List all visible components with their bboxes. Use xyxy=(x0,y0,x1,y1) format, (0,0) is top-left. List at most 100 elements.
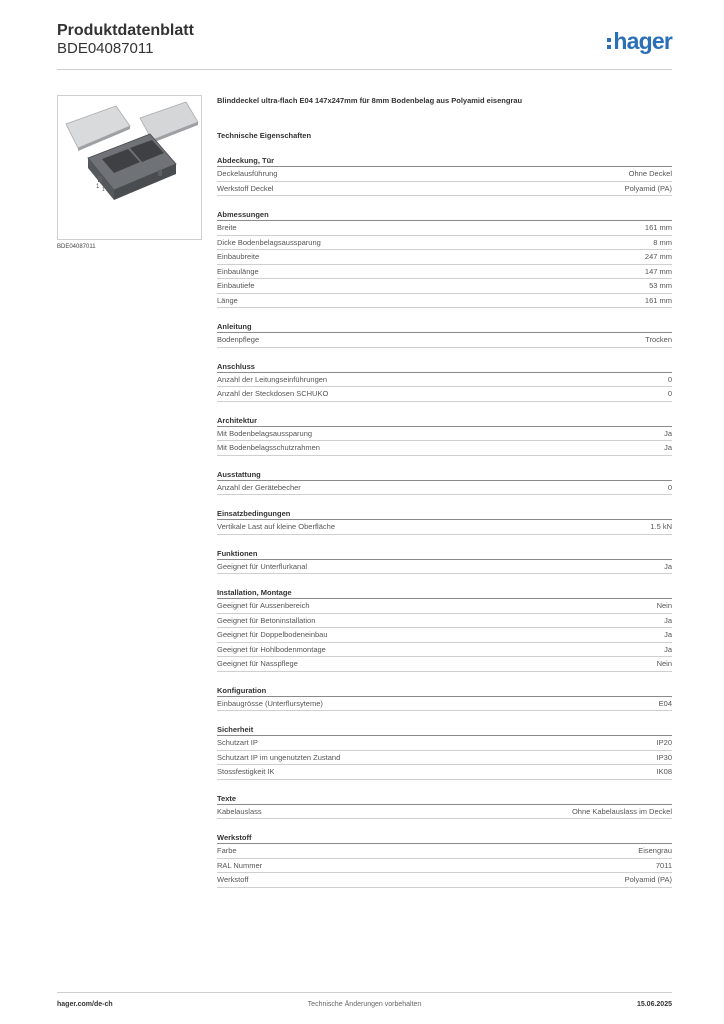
spec-value: Ohne Deckel xyxy=(628,169,672,178)
technical-properties-heading: Technische Eigenschaften xyxy=(217,131,312,140)
spec-row: Einbaulänge 147 mm xyxy=(217,265,672,279)
svg-text:1: 1 xyxy=(102,187,105,193)
spec-value: IP20 xyxy=(656,738,672,747)
spec-value: E04 xyxy=(658,698,672,708)
spec-value: 53 mm xyxy=(649,281,672,290)
spec-value: Trocken xyxy=(645,335,672,344)
section-title: Installation, Montage xyxy=(217,587,672,599)
spec-value: Eisengrau xyxy=(638,846,672,855)
section-title: Abmessungen xyxy=(217,209,672,221)
spec-label: Geeignet für Unterflurkanal xyxy=(217,561,308,571)
document-title: Produktdatenblatt xyxy=(57,22,194,39)
spec-label: Geeignet für Hohlbodenmontage xyxy=(217,644,326,654)
section-title: Einsatzbedingungen xyxy=(217,508,672,520)
section-title: Anleitung xyxy=(217,321,672,333)
spec-label: Einbaugrösse (Unterflursyteme) xyxy=(217,698,323,708)
spec-label: Farbe xyxy=(217,846,237,855)
spec-value: 161 mm xyxy=(644,295,672,305)
spec-label: Werkstoff xyxy=(217,875,249,884)
spec-label: Anzahl der Gerätebecher xyxy=(217,482,301,492)
footer-website: hager.com/de-ch xyxy=(57,1001,113,1008)
document-number: BDE04087011 xyxy=(57,40,154,57)
spec-label: Vertikale Last auf kleine Oberfläche xyxy=(217,522,335,531)
logo-dots-icon xyxy=(607,36,612,50)
spec-label: Kabelauslass xyxy=(217,806,262,816)
spec-label: RAL Nummer xyxy=(217,860,263,870)
spec-value: Ja xyxy=(664,615,672,625)
spec-label: Dicke Bodenbelagsaussparung xyxy=(217,237,321,247)
spec-row: Anzahl der Gerätebecher 0 xyxy=(217,481,672,495)
spec-value: Ja xyxy=(664,428,672,438)
spec-value: Ja xyxy=(664,561,672,571)
spec-row: Schutzart IP IP20 xyxy=(217,736,672,751)
section-title: Sicherheit xyxy=(217,724,672,736)
section-title: Architektur xyxy=(217,415,672,427)
spec-row: Farbe Eisengrau xyxy=(217,844,672,859)
spec-label: Einbaulänge xyxy=(217,266,259,276)
spec-row: Einbautiefe 53 mm xyxy=(217,279,672,294)
section-title: Werkstoff xyxy=(217,832,672,844)
spec-value: 8 mm xyxy=(653,237,672,247)
spec-row: Einbaubreite 247 mm xyxy=(217,250,672,265)
section-title: Ausstattung xyxy=(217,469,672,481)
spec-label: Schutzart IP xyxy=(217,738,258,747)
spec-row: Einbaugrösse (Unterflursyteme) E04 xyxy=(217,697,672,711)
spec-label: Geeignet für Doppelbodeneinbau xyxy=(217,630,328,639)
spec-row: Stossfestigkeit IK IK08 xyxy=(217,765,672,780)
spec-value: Nein xyxy=(656,601,672,610)
spec-value: 7011 xyxy=(655,860,672,870)
svg-text:1: 1 xyxy=(96,184,100,190)
spec-label: Mit Bodenbelagsaussparung xyxy=(217,428,313,438)
specifications-content: Blinddeckel ultra-flach E04 147x247mm fü… xyxy=(217,95,672,888)
spec-label: Einbaubreite xyxy=(217,252,260,261)
spec-label: Geeignet für Aussenbereich xyxy=(217,601,310,610)
product-photo-icon: 1 1 xyxy=(65,101,199,200)
section-title: Funktionen xyxy=(217,548,672,560)
section-title: Texte xyxy=(217,793,672,805)
spec-value: Ja xyxy=(664,443,672,452)
footer-date: 15.06.2025 xyxy=(636,1001,672,1008)
spec-value: IP30 xyxy=(656,752,672,762)
spec-row: Dicke Bodenbelagsaussparung 8 mm xyxy=(217,236,672,250)
spec-value: 0 xyxy=(667,482,672,492)
spec-label: Anzahl der Leitungseinführungen xyxy=(217,374,328,384)
spec-row: Schutzart IP im ungenutzten Zustand IP30 xyxy=(217,751,672,765)
spec-value: 147 mm xyxy=(644,266,672,276)
spec-label: Einbautiefe xyxy=(217,281,255,290)
spec-value: IK08 xyxy=(656,767,672,776)
spec-value: Ja xyxy=(664,644,672,654)
spec-value: Nein xyxy=(656,659,672,668)
spec-label: Bodenpflege xyxy=(217,335,260,344)
footer-disclaimer: Technische Änderungen vorbehalten xyxy=(307,1001,422,1008)
section-title: Abdeckung, Tür xyxy=(217,155,672,167)
spec-value: 247 mm xyxy=(644,252,672,261)
spec-row: Geeignet für Unterflurkanal Ja xyxy=(217,560,672,574)
page-header: Produktdatenblatt BDE04087011 hager xyxy=(57,22,673,70)
spec-value: Polyamid (PA) xyxy=(624,183,672,193)
spec-row: RAL Nummer 7011 xyxy=(217,859,672,873)
spec-label: Stossfestigkeit IK xyxy=(217,767,275,776)
section-title: Anschluss xyxy=(217,361,672,373)
spec-label: Schutzart IP im ungenutzten Zustand xyxy=(217,752,341,762)
spec-row: Bodenpflege Trocken xyxy=(217,333,672,348)
